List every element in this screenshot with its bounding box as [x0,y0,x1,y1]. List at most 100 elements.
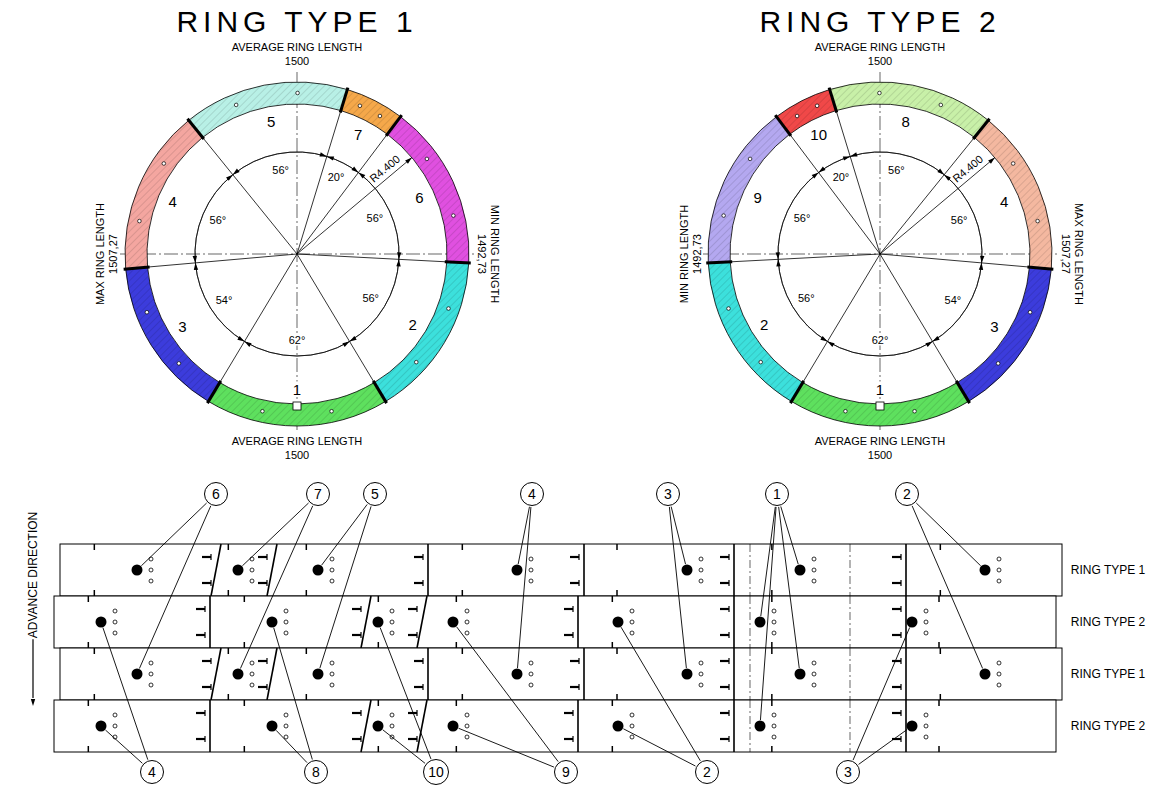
small-hole [997,672,1001,676]
segment-hatching [708,262,803,402]
small-hole [284,724,288,728]
edge-tick [244,596,246,602]
dimension-arrowhead [937,169,944,175]
small-hole [997,683,1001,687]
bolt-symbol [414,660,423,662]
bolt-symbol [414,556,423,558]
bolt-symbol [570,582,579,584]
bolt-symbol [408,738,417,740]
bolt-symbol [720,686,729,688]
bolt-symbol [578,554,579,560]
edge-tick [378,700,380,706]
bolt-symbol [892,686,901,688]
dimension-label: RING TYPE 2 [1070,616,1146,628]
segment-joint [209,700,211,752]
segment-joint [1027,267,1053,269]
bolt-symbol [210,580,211,586]
leader-line [916,503,980,566]
bolt-symbol [360,736,361,742]
dimension-arrowhead [980,256,984,263]
edge-tick [378,746,380,752]
leader-line [781,506,798,564]
bolt-symbol [728,580,729,586]
dimension-label: AVERAGE RING LENGTH [231,42,364,53]
leader-line [760,507,776,720]
bolt-pocket [330,409,334,413]
callout-number: 10 [428,765,444,779]
segment-number: 7 [353,126,363,141]
small-hole [284,609,288,613]
edge-tick [94,694,96,700]
ring-row-outline [60,544,1062,596]
ring-segment [957,267,1051,401]
small-hole [812,579,816,583]
bolt-symbol [204,736,205,742]
dimension-arrowhead [812,173,819,179]
small-hole [330,672,334,676]
segment-hatching [126,267,220,401]
edge-tick [456,700,458,706]
small-hole [630,620,634,624]
bolt-symbol [570,660,579,662]
key-center-line [750,648,751,700]
segment-joint [124,267,150,269]
unrolled-ring-row [60,544,1062,596]
bolt-pocket [939,103,943,107]
segment-joint [211,648,221,700]
ring-segment [708,262,803,402]
edge-tick [462,648,464,654]
dimension-label: 62° [288,335,307,346]
leader-line [459,728,554,767]
bolt-symbol [202,582,211,584]
dimension-arrowhead [327,156,334,160]
edge-tick [612,596,614,602]
bolt-symbol [728,658,729,664]
small-hole [924,713,928,717]
bolt-symbol [196,608,205,610]
edge-tick [938,596,940,602]
bolt-pocket [878,91,882,95]
edge-tick [228,648,230,654]
small-hole [465,631,469,635]
small-hole [465,735,469,739]
edge-tick [938,642,940,648]
edge-tick [938,746,940,752]
callout-number: 2 [703,765,711,779]
edge-tick [244,746,246,752]
callout-circle: 1 [765,482,789,506]
segment-joint [427,648,429,700]
bolt-symbol [408,608,417,610]
dimension-arrowhead [194,263,198,270]
dimension-arrowhead [397,252,401,259]
small-hole [330,683,334,687]
small-hole [390,620,394,624]
leader-line [518,507,529,564]
segment-joint [733,648,735,700]
key-notch [876,402,884,410]
leader-line [671,507,685,565]
callout-circle: 9 [554,760,578,784]
small-hole [699,568,703,572]
bolt-symbol [892,556,901,558]
leader-line [621,627,700,761]
ring-segment [125,120,203,269]
unrolled-ring-row [54,700,1056,752]
edge-tick [378,642,380,648]
small-hole [699,661,703,665]
angle-dimension-arc [778,173,819,260]
sector-line [203,137,297,254]
leader-line [779,507,800,668]
small-hole [330,579,334,583]
unrolled-ring-row [54,596,1056,648]
key-center-line [850,544,851,596]
bolt-symbol [204,632,205,638]
dimension-label: 1500 [867,56,893,67]
bolt-symbol [892,660,901,662]
leader-line [859,730,908,765]
bolt-symbol [202,686,211,688]
segment-joint [577,700,579,752]
bolt-symbol [258,556,267,558]
dimension-label: 62° [871,335,890,346]
segment-joint [733,700,735,752]
bolt-symbol [360,606,361,612]
